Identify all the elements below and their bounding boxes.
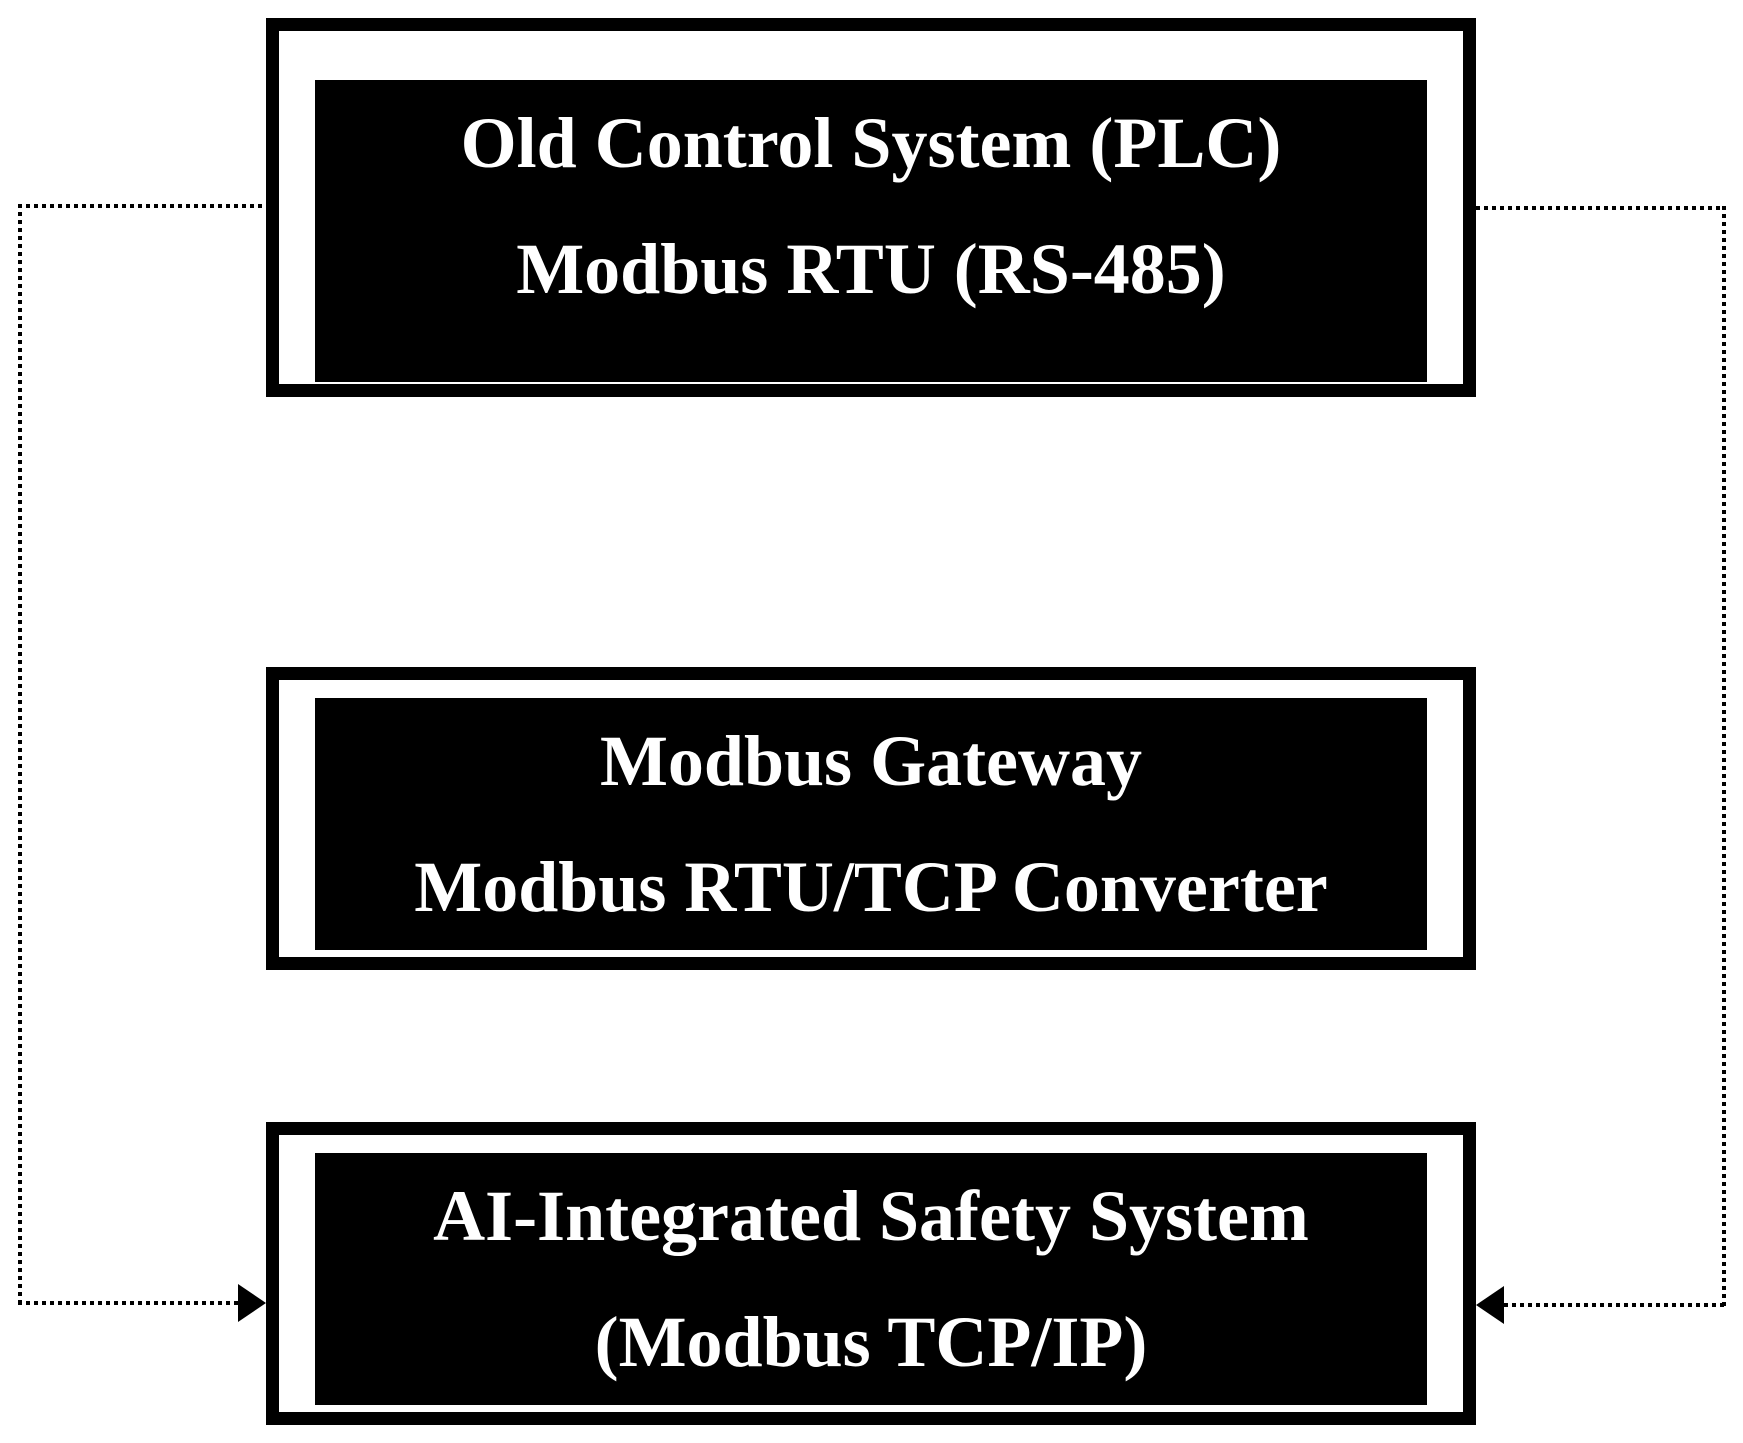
box-ai-integrated-safety-system: AI-Integrated Safety System (Modbus TCP/… (266, 1122, 1476, 1425)
box-ai-integrated-safety-system-title: AI-Integrated Safety System (433, 1176, 1309, 1256)
right-arrowhead-icon (1476, 1286, 1504, 1324)
left-connector-bottom-segment (18, 1301, 238, 1305)
right-connector-bottom-segment (1504, 1303, 1726, 1307)
box-old-control-system-panel: Old Control System (PLC) Modbus RTU (RS-… (315, 80, 1427, 382)
box-ai-integrated-safety-system-subtitle: (Modbus TCP/IP) (594, 1302, 1148, 1382)
box-modbus-gateway-subtitle: Modbus RTU/TCP Converter (414, 847, 1328, 927)
box-old-control-system-subtitle: Modbus RTU (RS-485) (516, 229, 1226, 309)
box-modbus-gateway: Modbus Gateway Modbus RTU/TCP Converter (266, 667, 1476, 970)
left-arrowhead-icon (238, 1284, 266, 1322)
left-connector-vertical-segment (18, 204, 22, 1305)
box-old-control-system-title: Old Control System (PLC) (460, 103, 1282, 183)
box-modbus-gateway-title: Modbus Gateway (599, 721, 1143, 801)
box-old-control-system: Old Control System (PLC) Modbus RTU (RS-… (266, 18, 1476, 397)
right-connector-vertical-segment (1722, 206, 1726, 1307)
left-connector-top-segment (18, 204, 266, 208)
right-connector-top-segment (1476, 206, 1726, 210)
box-ai-integrated-safety-system-panel: AI-Integrated Safety System (Modbus TCP/… (315, 1153, 1427, 1405)
box-modbus-gateway-panel: Modbus Gateway Modbus RTU/TCP Converter (315, 698, 1427, 950)
